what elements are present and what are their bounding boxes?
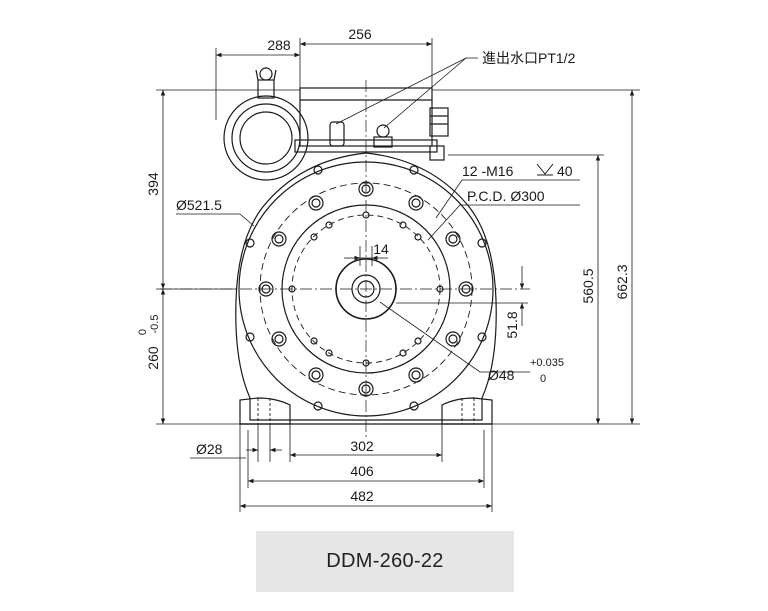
water-fitting-left: [329, 121, 345, 147]
dim-406: 406: [350, 463, 374, 479]
dim-288: 288: [267, 37, 291, 53]
water-fitting-right: [373, 136, 393, 148]
rim-holes: [245, 165, 487, 411]
dim-260-tol-lower: -0.5: [149, 315, 161, 334]
pcd-label: P.C.D. Ø300: [467, 188, 545, 204]
model-name: DDM-260-22: [326, 550, 444, 572]
dim-394: 394: [145, 172, 161, 196]
dim-phi-521: Ø521.5: [176, 197, 222, 213]
water-port-label: 進出水口PT1/2: [482, 50, 576, 66]
center-lines: [160, 80, 530, 440]
shaft-tol-lower: 0: [540, 373, 546, 385]
bolt-spec-label: 12 -M16: [462, 163, 514, 179]
base-left-foot: [239, 397, 291, 425]
dim-260-tol-upper: 0: [137, 329, 149, 335]
shaft-tol-upper: +0.035: [530, 357, 564, 369]
dim-51: 51.8: [504, 311, 520, 338]
motor-housing: [235, 152, 497, 399]
dim-260: 260: [145, 346, 161, 370]
dim-560: 560.5: [580, 268, 596, 303]
bolt-depth-label: 40: [557, 163, 573, 179]
dim-phi-28: Ø28: [196, 441, 223, 457]
encoder: [223, 67, 309, 181]
dim-256: 256: [348, 26, 372, 42]
shaft-dia-label: Ø48: [488, 367, 515, 383]
model-caption: DDM-260-22: [256, 531, 514, 592]
dim-302: 302: [350, 438, 374, 454]
dim-14: 14: [373, 241, 389, 257]
dim-662: 662.3: [614, 264, 630, 299]
base-right-foot: [441, 397, 493, 425]
dim-482: 482: [350, 488, 374, 504]
depth-symbol: [536, 163, 554, 176]
cable-gland: [429, 107, 449, 137]
